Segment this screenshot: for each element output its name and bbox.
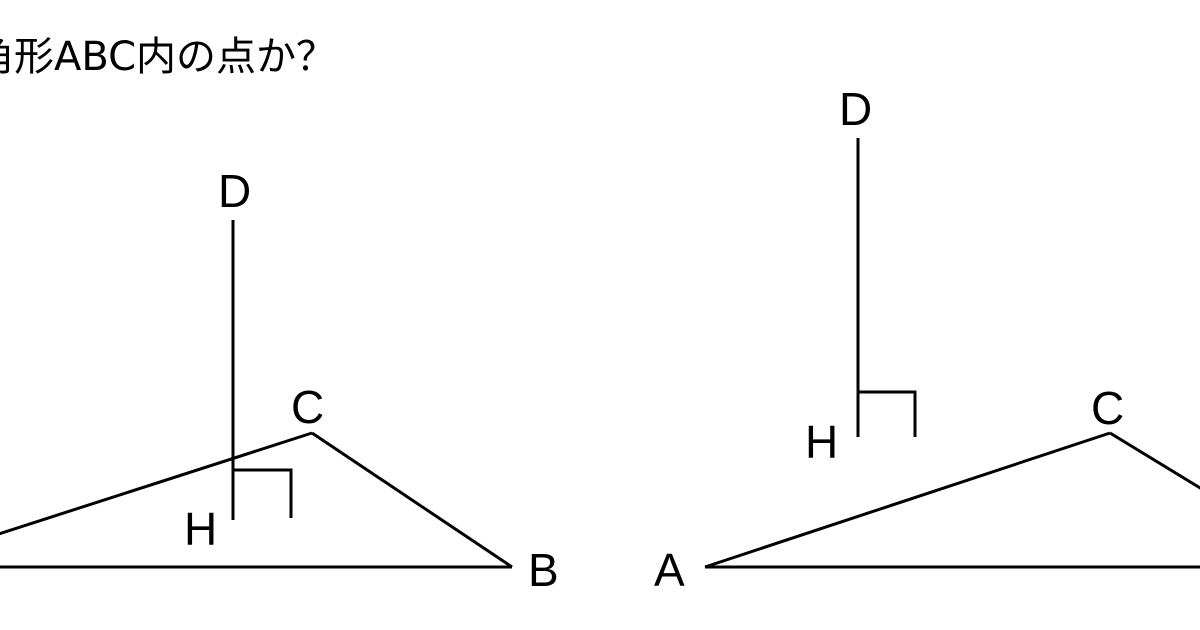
- left-label-h: H: [184, 503, 217, 555]
- left-label-c: C: [291, 381, 324, 433]
- right-edge-ac: [704, 431, 1111, 569]
- question-title: 角形ABC内の点か？: [0, 34, 336, 80]
- left-label-d: D: [218, 165, 251, 217]
- right-right-angle-mark: [858, 390, 917, 437]
- left-right-angle-mark: [233, 468, 293, 518]
- right-label-h: H: [805, 416, 838, 468]
- right-figure: D H C A: [654, 83, 1200, 596]
- left-figure: D C H B: [0, 165, 559, 596]
- left-label-b: B: [528, 544, 559, 596]
- right-label-a: A: [654, 544, 685, 596]
- right-label-d: D: [839, 83, 872, 135]
- left-edge-ac: [0, 431, 313, 536]
- right-edge-cb: [1109, 431, 1200, 490]
- left-edge-cb: [311, 431, 513, 569]
- right-label-c: C: [1091, 382, 1124, 434]
